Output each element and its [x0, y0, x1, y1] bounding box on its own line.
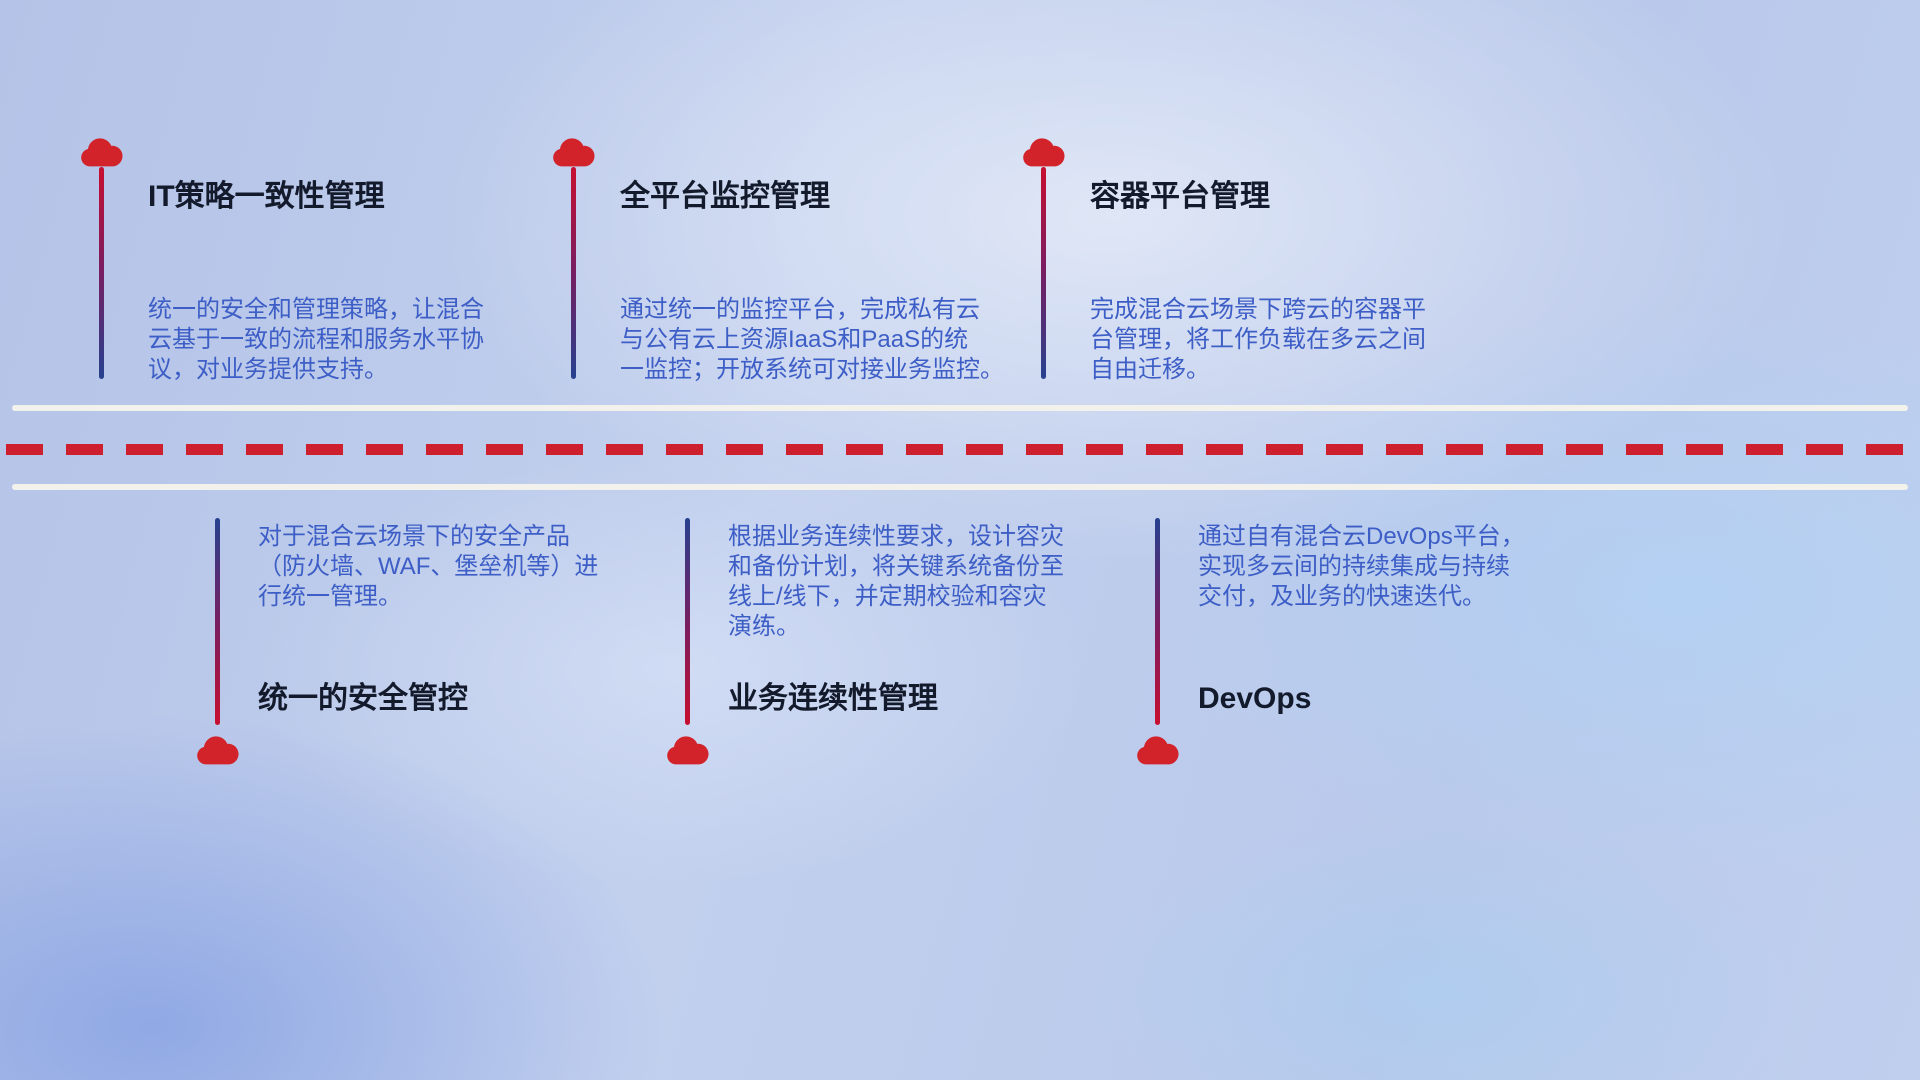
- feature-description: 通过统一的监控平台，完成私有云 与公有云上资源IaaS和PaaS的统 一监控；开…: [620, 296, 1004, 383]
- timeline-connector-line: [1040, 167, 1046, 379]
- feature-unified-security: 对于混合云场景下的安全产品 （防火墙、WAF、堡垒机等）进 行统一管理。 统一的…: [194, 518, 668, 767]
- feature-devops: 通过自有混合云DevOps平台， 实现多云间的持续集成与持续 交付，及业务的快速…: [1134, 518, 1608, 767]
- feature-title: 统一的安全管控: [258, 682, 468, 715]
- timeline-dashed-line: [6, 444, 1920, 455]
- timeline-connector-line: [214, 518, 220, 725]
- feature-description: 完成混合云场景下跨云的容器平 台管理，将工作负载在多云之间 自由迁移。: [1090, 296, 1426, 383]
- timeline-pin: [194, 518, 240, 767]
- feature-content: 容器平台管理 完成混合云场景下跨云的容器平 台管理，将工作负载在多云之间 自由迁…: [1090, 137, 1490, 385]
- cloud-icon: [81, 138, 123, 167]
- feature-title: 全平台监控管理: [620, 180, 830, 213]
- feature-title: IT策略一致性管理: [148, 180, 385, 213]
- feature-description: 通过自有混合云DevOps平台， 实现多云间的持续集成与持续 交付，及业务的快速…: [1198, 523, 1525, 610]
- timeline-track-line-top: [12, 405, 1908, 411]
- cloud-icon: [553, 138, 595, 167]
- feature-description: 对于混合云场景下的安全产品 （防火墙、WAF、堡垒机等）进 行统一管理。: [258, 523, 599, 610]
- cloud-icon: [1023, 138, 1065, 167]
- cloud-icon: [1137, 736, 1179, 765]
- feature-title: 业务连续性管理: [728, 682, 938, 715]
- timeline-connector-line: [684, 518, 690, 725]
- timeline-connector-line: [570, 167, 576, 379]
- feature-content: IT策略一致性管理 统一的安全和管理策略，让混合 云基于一致的流程和服务水平协 …: [148, 137, 548, 385]
- timeline-pin: [550, 137, 596, 379]
- cloud-icon: [197, 736, 239, 765]
- feature-content: 通过自有混合云DevOps平台， 实现多云间的持续集成与持续 交付，及业务的快速…: [1198, 518, 1608, 715]
- feature-title: 容器平台管理: [1090, 180, 1270, 213]
- feature-description: 根据业务连续性要求，设计容灾 和备份计划，将关键系统备份至 线上/线下，并定期校…: [728, 523, 1064, 640]
- timeline-connector-line: [98, 167, 104, 379]
- timeline-pin: [1134, 518, 1180, 767]
- feature-title: DevOps: [1198, 682, 1312, 715]
- feature-content: 根据业务连续性要求，设计容灾 和备份计划，将关键系统备份至 线上/线下，并定期校…: [728, 518, 1138, 715]
- feature-container-platform: 容器平台管理 完成混合云场景下跨云的容器平 台管理，将工作负载在多云之间 自由迁…: [1020, 137, 1490, 385]
- feature-content: 对于混合云场景下的安全产品 （防火墙、WAF、堡垒机等）进 行统一管理。 统一的…: [258, 518, 668, 715]
- feature-business-continuity: 根据业务连续性要求，设计容灾 和备份计划，将关键系统备份至 线上/线下，并定期校…: [664, 518, 1138, 767]
- timeline-pin: [1020, 137, 1066, 379]
- feature-content: 全平台监控管理 通过统一的监控平台，完成私有云 与公有云上资源IaaS和PaaS…: [620, 137, 1020, 385]
- feature-platform-monitoring: 全平台监控管理 通过统一的监控平台，完成私有云 与公有云上资源IaaS和PaaS…: [550, 137, 1020, 385]
- cloud-icon: [667, 736, 709, 765]
- timeline-pin: [664, 518, 710, 767]
- timeline-track-line-bottom: [12, 484, 1908, 490]
- timeline-pin: [78, 137, 124, 379]
- feature-description: 统一的安全和管理策略，让混合 云基于一致的流程和服务水平协 议，对业务提供支持。: [148, 296, 484, 383]
- feature-it-policy: IT策略一致性管理 统一的安全和管理策略，让混合 云基于一致的流程和服务水平协 …: [78, 137, 548, 385]
- timeline-connector-line: [1154, 518, 1160, 725]
